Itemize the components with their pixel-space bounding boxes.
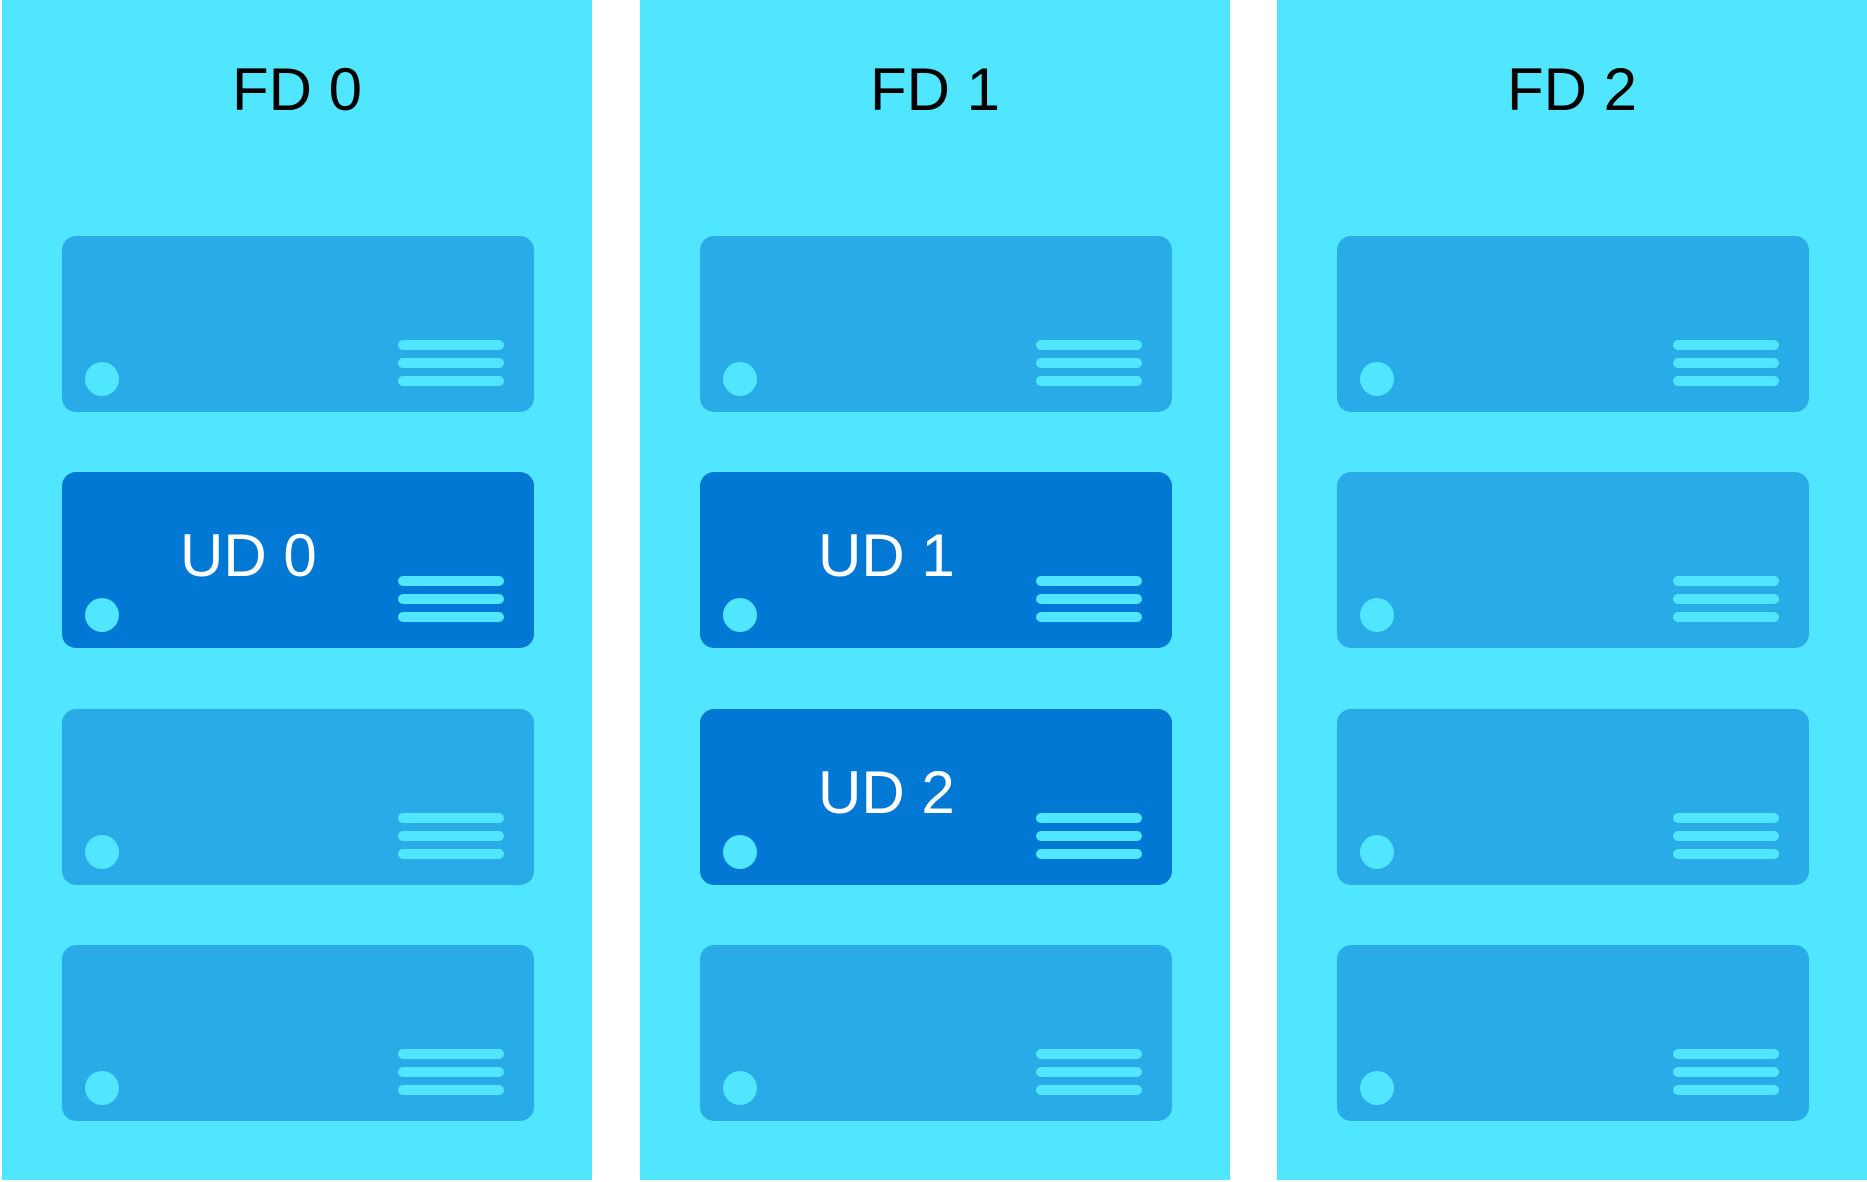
vent-lines-icon (1673, 1049, 1779, 1097)
status-led-icon (85, 362, 119, 396)
server-rack-icon (1337, 945, 1809, 1121)
vent-lines-icon (1673, 576, 1779, 624)
status-led-icon (1360, 1071, 1394, 1105)
vent-lines-icon (1673, 340, 1779, 388)
vent-lines-icon (1036, 340, 1142, 388)
status-led-icon (723, 835, 757, 869)
status-led-icon (85, 835, 119, 869)
fault-domain-title: FD 0 (231, 56, 363, 123)
status-led-icon (723, 1071, 757, 1105)
server-rack-icon (1337, 709, 1809, 885)
status-led-icon (85, 1071, 119, 1105)
server-rack-icon (700, 945, 1172, 1121)
update-domain-label: UD 0 (180, 522, 317, 589)
vent-lines-icon (1036, 813, 1142, 861)
server-rack-icon (1337, 236, 1809, 412)
fault-domain-0: FD 0 UD 0 (2, 0, 592, 1180)
server-rack-icon (700, 236, 1172, 412)
server-rack-icon (1337, 472, 1809, 648)
status-led-icon (85, 598, 119, 632)
status-led-icon (723, 598, 757, 632)
server-rack-icon: UD 0 (62, 472, 534, 648)
update-domain-label: UD 1 (818, 522, 955, 589)
fault-domain-title: FD 1 (869, 56, 1001, 123)
fault-domain-title: FD 2 (1506, 56, 1638, 123)
status-led-icon (1360, 835, 1394, 869)
fault-domain-2: FD 2 (1277, 0, 1867, 1180)
status-led-icon (1360, 598, 1394, 632)
vent-lines-icon (398, 340, 504, 388)
vent-lines-icon (398, 576, 504, 624)
status-led-icon (723, 362, 757, 396)
vent-lines-icon (398, 1049, 504, 1097)
fault-domain-1: FD 1 UD 1 UD 2 (640, 0, 1230, 1180)
vent-lines-icon (1036, 576, 1142, 624)
update-domain-label: UD 2 (818, 759, 955, 826)
status-led-icon (1360, 362, 1394, 396)
vent-lines-icon (398, 813, 504, 861)
server-rack-icon (62, 709, 534, 885)
vent-lines-icon (1673, 813, 1779, 861)
server-rack-icon: UD 2 (700, 709, 1172, 885)
vent-lines-icon (1036, 1049, 1142, 1097)
server-rack-icon: UD 1 (700, 472, 1172, 648)
server-rack-icon (62, 945, 534, 1121)
server-rack-icon (62, 236, 534, 412)
